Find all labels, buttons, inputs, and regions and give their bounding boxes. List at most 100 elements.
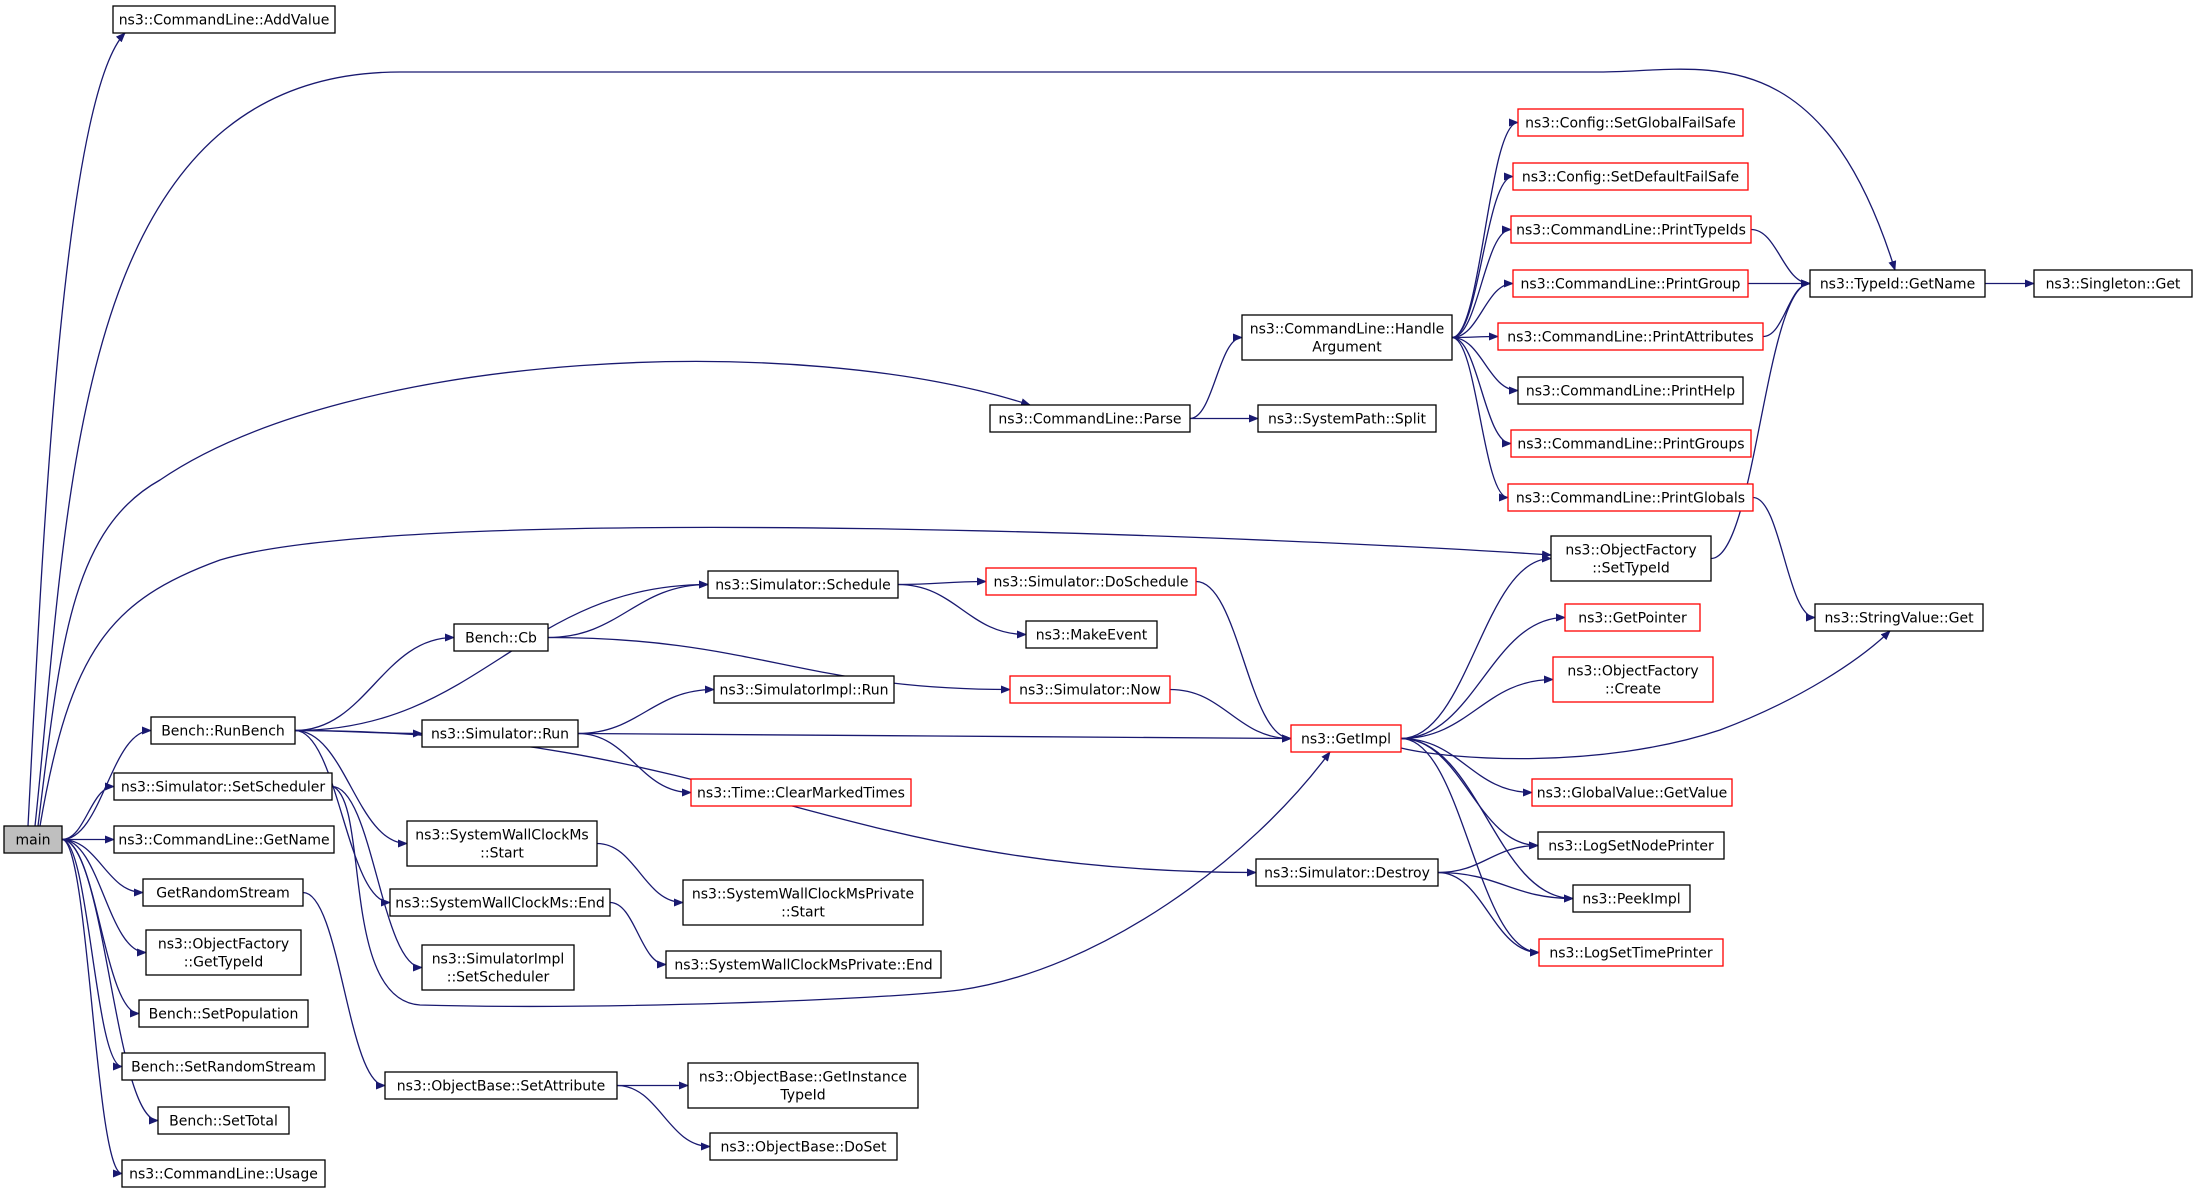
node-box — [453, 623, 549, 652]
edge-bench_runbench-to-swc_start — [294, 729, 408, 848]
node-of_gettypeid[interactable]: ns3::ObjectFactory::GetTypeId — [145, 929, 302, 976]
edge-getimpl-to-of_settypeid — [1400, 554, 1552, 740]
node-simimpl_setscheduler[interactable]: ns3::SimulatorImpl::SetScheduler — [421, 944, 575, 991]
node-swc_start[interactable]: ns3::SystemWallClockMs::Start — [406, 820, 598, 867]
node-of_settypeid[interactable]: ns3::ObjectFactory::SetTypeId — [1550, 535, 1712, 582]
node-label: Bench::SetRandomStream — [131, 1060, 316, 1076]
node-box — [1512, 162, 1749, 191]
node-ob_doset[interactable]: ns3::ObjectBase::DoSet — [709, 1132, 898, 1161]
node-ob_setattribute[interactable]: ns3::ObjectBase::SetAttribute — [384, 1071, 618, 1100]
node-box — [112, 5, 336, 34]
node-box — [1510, 429, 1752, 458]
node-sim_now[interactable]: ns3::Simulator::Now — [1009, 675, 1171, 704]
edge-getimpl-to-logsettimeprinter — [1400, 737, 1540, 957]
node-typeid_getname[interactable]: ns3::TypeId::GetName — [1809, 269, 1986, 298]
edge-bench_runbench-to-sim_schedule — [294, 580, 709, 732]
node-globalvalue_getvalue[interactable]: ns3::GlobalValue::GetValue — [1531, 778, 1733, 807]
edge-main-to-cl_addvalue — [27, 32, 126, 827]
node-of_create[interactable]: ns3::ObjectFactory::Create — [1552, 656, 1714, 703]
node-cl_printglobals[interactable]: ns3::CommandLine::PrintGlobals — [1507, 483, 1754, 512]
node-box — [1564, 603, 1701, 632]
node-getrandomstream[interactable]: GetRandomStream — [142, 878, 304, 907]
edge-cl_handle-to-cl_printtypeids — [1451, 225, 1512, 339]
node-box — [1009, 675, 1171, 704]
node-label: ns3::CommandLine::PrintGroups — [1517, 437, 1744, 453]
node-peekimpl[interactable]: ns3::PeekImpl — [1572, 884, 1691, 913]
node-box — [406, 820, 598, 867]
node-cl_printhelp[interactable]: ns3::CommandLine::PrintHelp — [1517, 376, 1744, 405]
node-cl_parse[interactable]: ns3::CommandLine::Parse — [989, 404, 1191, 433]
node-label: ns3::CommandLine::Usage — [129, 1167, 318, 1183]
node-label: ::Create — [1605, 682, 1661, 698]
node-swcp_end[interactable]: ns3::SystemWallClockMsPrivate::End — [665, 950, 942, 979]
node-sim_run[interactable]: ns3::Simulator::Run — [421, 719, 579, 748]
node-cl_addvalue[interactable]: ns3::CommandLine::AddValue — [112, 5, 336, 34]
edge-sim_schedule-to-sim_doschedule — [897, 577, 987, 586]
node-box — [384, 1071, 618, 1100]
node-sim_destroy[interactable]: ns3::Simulator::Destroy — [1255, 858, 1439, 887]
node-cfg_defaultfailsafe[interactable]: ns3::Config::SetDefaultFailSafe — [1512, 162, 1749, 191]
node-bench_runbench[interactable]: Bench::RunBench — [150, 716, 296, 745]
edge-main-to-bench_settotal — [61, 838, 159, 1125]
node-logsettimeprinter[interactable]: ns3::LogSetTimePrinter — [1538, 938, 1724, 967]
node-sim_doschedule[interactable]: ns3::Simulator::DoSchedule — [985, 567, 1197, 596]
node-label: ns3::SystemPath::Split — [1268, 412, 1426, 428]
node-cl_printgroup[interactable]: ns3::CommandLine::PrintGroup — [1512, 269, 1749, 298]
node-box — [1512, 269, 1749, 298]
node-bench_setrandomstream[interactable]: Bench::SetRandomStream — [121, 1052, 326, 1081]
node-cl_usage[interactable]: ns3::CommandLine::Usage — [121, 1159, 326, 1188]
node-cl_printtypeids[interactable]: ns3::CommandLine::PrintTypeIds — [1510, 215, 1752, 244]
node-label: ns3::SystemWallClockMs — [415, 828, 588, 844]
node-box — [121, 1052, 326, 1081]
edge-cl_printglobals-to-stringvalue_get — [1752, 496, 1816, 622]
edge-sim_doschedule-to-getimpl — [1195, 580, 1292, 743]
node-label: ns3::SystemWallClockMsPrivate — [692, 887, 914, 903]
node-box — [989, 404, 1191, 433]
node-cl_printattributes[interactable]: ns3::CommandLine::PrintAttributes — [1497, 322, 1764, 351]
nodes-layer: main ns3::CommandLine::AddValuens3::Comma… — [3, 5, 2193, 1188]
node-sim_schedule[interactable]: ns3::Simulator::Schedule — [707, 570, 899, 599]
node-label: ::Start — [480, 846, 524, 862]
node-simimpl_run[interactable]: ns3::SimulatorImpl::Run — [713, 675, 895, 704]
node-sim_setscheduler[interactable]: ns3::Simulator::SetScheduler — [113, 772, 333, 801]
node-box — [709, 1132, 898, 1161]
node-box — [1290, 724, 1402, 753]
node-box — [113, 772, 333, 801]
node-label: ns3::Singleton::Get — [2046, 277, 2181, 293]
edge-of_settypeid-to-typeid_getname — [1710, 279, 1811, 560]
node-bench_cb[interactable]: Bench::Cb — [453, 623, 549, 652]
node-box — [1510, 215, 1752, 244]
node-cl_printgroups[interactable]: ns3::CommandLine::PrintGroups — [1510, 429, 1752, 458]
node-getimpl[interactable]: ns3::GetImpl — [1290, 724, 1402, 753]
node-label: TypeId — [779, 1088, 825, 1104]
node-cl_getname[interactable]: ns3::CommandLine::GetName — [113, 825, 335, 854]
node-swc_end[interactable]: ns3::SystemWallClockMs::End — [389, 888, 611, 917]
node-main[interactable]: main — [3, 825, 63, 854]
node-label: ns3::ObjectBase::GetInstance — [699, 1070, 907, 1086]
node-bench_setpopulation[interactable]: Bench::SetPopulation — [138, 999, 309, 1028]
node-singleton_get[interactable]: ns3::Singleton::Get — [2033, 269, 2193, 298]
node-label: ns3::Simulator::Destroy — [1264, 866, 1430, 882]
node-systempath_split[interactable]: ns3::SystemPath::Split — [1257, 404, 1437, 433]
node-box — [1507, 483, 1754, 512]
node-stringvalue_get[interactable]: ns3::StringValue::Get — [1814, 603, 1984, 632]
node-box — [389, 888, 611, 917]
edge-sim_now-to-getimpl — [1169, 688, 1292, 743]
node-label: ns3::Time::ClearMarkedTimes — [697, 786, 905, 802]
node-label: ns3::SimulatorImpl::Run — [720, 683, 889, 699]
edge-sim_run-to-getimpl — [577, 732, 1292, 743]
node-box — [145, 929, 302, 976]
edge-cl_handle-to-cl_printhelp — [1451, 336, 1519, 395]
node-getpointer[interactable]: ns3::GetPointer — [1564, 603, 1701, 632]
node-label: ::SetTypeId — [1592, 561, 1670, 577]
node-bench_settotal[interactable]: Bench::SetTotal — [157, 1106, 290, 1135]
node-cfg_globalfailsafe[interactable]: ns3::Config::SetGlobalFailSafe — [1517, 108, 1744, 137]
node-box — [1538, 938, 1724, 967]
node-swcp_start[interactable]: ns3::SystemWallClockMsPrivate::Start — [682, 879, 924, 926]
node-logsetnodeprinter[interactable]: ns3::LogSetNodePrinter — [1537, 831, 1725, 860]
node-makeevent[interactable]: ns3::MakeEvent — [1025, 620, 1158, 649]
node-label: GetRandomStream — [156, 886, 290, 902]
node-time_clearmarked[interactable]: ns3::Time::ClearMarkedTimes — [690, 778, 912, 807]
